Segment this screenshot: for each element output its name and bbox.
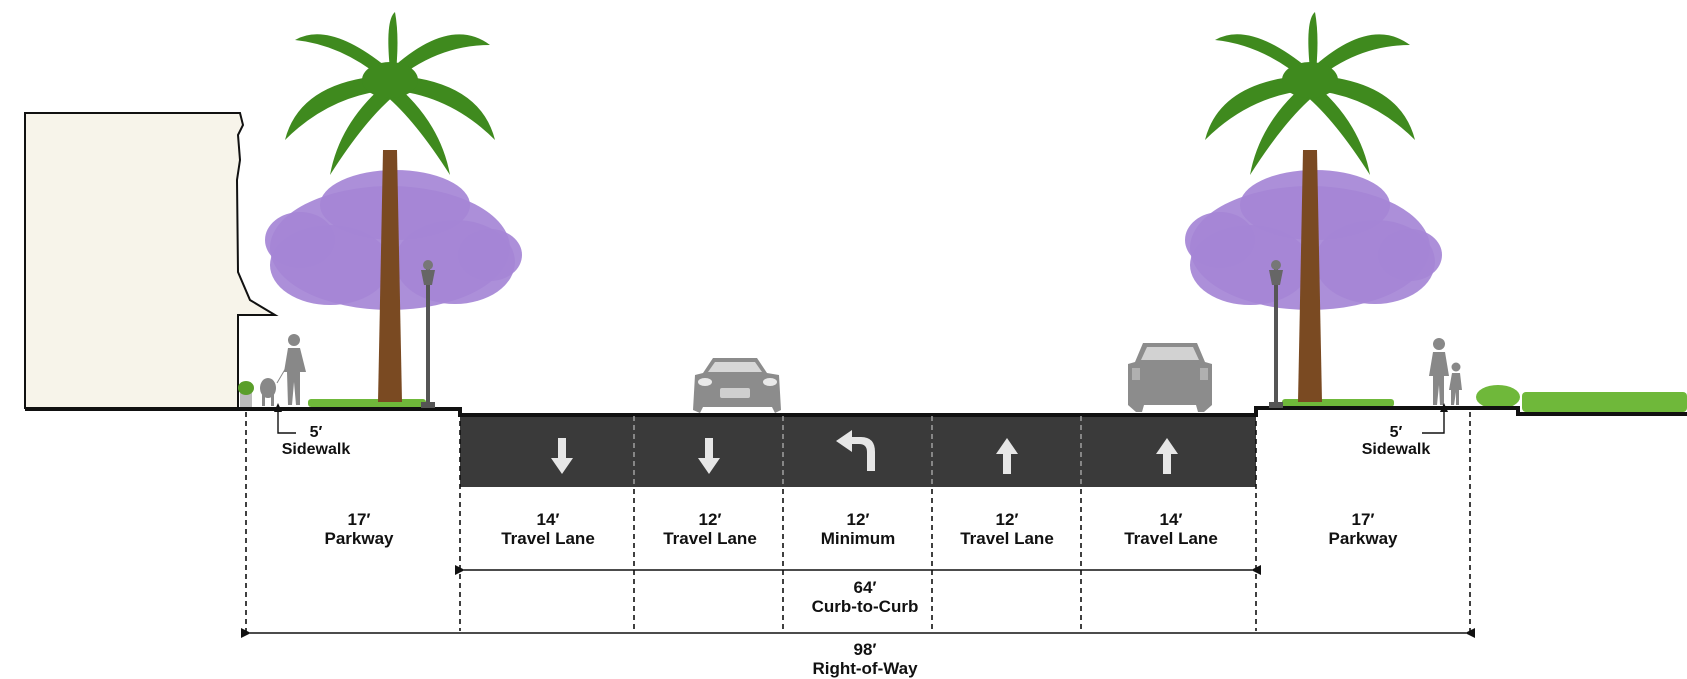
lane-2-name: Travel Lane — [663, 529, 757, 548]
dimension-lines — [245, 412, 1471, 631]
street-light-left — [421, 260, 435, 408]
lane-5-name: Travel Lane — [1124, 529, 1218, 548]
up-arrow-icon — [996, 438, 1018, 474]
right-field-grass — [1522, 392, 1687, 412]
shrub — [1476, 385, 1520, 409]
left-turn-arrow-icon — [836, 430, 875, 471]
curb-to-curb-label: 64′ Curb-to-Curb — [808, 578, 922, 616]
lane-2-label: 12′ Travel Lane — [663, 510, 757, 548]
lane-5-label: 14′ Travel Lane — [1124, 510, 1218, 548]
down-arrow-icon — [551, 438, 573, 474]
lane-3-name: Minimum — [820, 529, 896, 548]
right-parkway-name: Parkway — [1328, 529, 1398, 548]
pedestrians-adult-child — [1429, 338, 1462, 405]
pickup-truck-rear-view — [1128, 343, 1212, 412]
right-of-way-dimension: 98′ — [853, 640, 877, 659]
right-of-way-label: 98′ Right-of-Way — [812, 640, 917, 678]
left-sidewalk-label: 5′ Sidewalk — [282, 424, 350, 458]
lane-1-name: Travel Lane — [501, 529, 595, 548]
curb-to-curb-name: Curb-to-Curb — [811, 597, 919, 616]
lane-1-label: 14′ Travel Lane — [501, 510, 595, 548]
right-of-way-name: Right-of-Way — [812, 659, 918, 678]
sidewalk-leader-right — [1422, 408, 1445, 434]
lane-3-dimension: 12′ — [846, 510, 870, 529]
lane-2-dimension: 12′ — [698, 510, 722, 529]
curb-to-curb-dimension: 64′ — [853, 578, 877, 597]
up-arrow-icon — [1156, 438, 1178, 474]
lane-3-label: 12′ Minimum — [821, 510, 896, 548]
ground-line — [25, 406, 1687, 417]
lane-1-dimension: 14′ — [536, 510, 560, 529]
palm-tree-right — [1205, 12, 1415, 402]
right-sidewalk-label: 5′ Sidewalk — [1362, 424, 1430, 458]
lane-arrows — [551, 430, 1178, 474]
building — [24, 112, 279, 409]
street-light-right — [1269, 260, 1283, 408]
potted-plant — [238, 381, 254, 407]
right-sidewalk-name: Sidewalk — [1361, 441, 1431, 458]
roadway — [460, 415, 1256, 487]
pedestrian-with-dog — [260, 334, 306, 406]
sedan-front-view — [693, 358, 781, 413]
lane-4-dimension: 12′ — [995, 510, 1019, 529]
right-parkway-label: 17′ Parkway — [1329, 510, 1398, 548]
lane-4-name: Travel Lane — [960, 529, 1054, 548]
left-sidewalk-name: Sidewalk — [281, 441, 351, 458]
right-sidewalk-dimension: 5′ — [1389, 424, 1403, 441]
lane-4-label: 12′ Travel Lane — [960, 510, 1054, 548]
left-parkway-label: 17′ Parkway — [325, 510, 394, 548]
grass-strips — [308, 385, 1687, 412]
sidewalk-leader-left-arrowhead — [274, 403, 282, 412]
left-sidewalk-dimension: 5′ — [309, 424, 323, 441]
down-arrow-icon — [698, 438, 720, 474]
sidewalk-leader-left — [277, 408, 296, 434]
left-planter-grass — [308, 399, 426, 407]
right-parkway-dimension: 17′ — [1351, 510, 1375, 529]
left-parkway-dimension: 17′ — [347, 510, 371, 529]
palm-tree-left — [285, 12, 495, 402]
left-parkway-name: Parkway — [324, 529, 394, 548]
sidewalk-leader-right-arrowhead — [1440, 403, 1448, 412]
lane-5-dimension: 14′ — [1159, 510, 1183, 529]
